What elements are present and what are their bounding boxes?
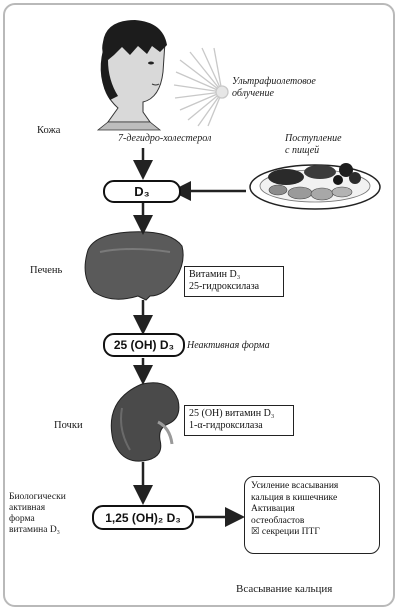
liver-enzyme-box: Витамин D₃ 25-гидроксилаза — [184, 266, 284, 297]
inactive-form-label: Неактивная форма — [187, 340, 270, 351]
liver-label: Печень — [30, 265, 63, 276]
bioactive-form-label: Биологически активная форма витамина D₃ — [9, 492, 66, 535]
sun-rays-icon — [173, 47, 229, 127]
kidney-icon — [110, 382, 180, 462]
food-plate-icon — [249, 163, 381, 210]
effects-box: Усиление всасывания кальция в кишечнике … — [244, 476, 380, 554]
calcium-absorption-label: Всасывание кальция — [236, 583, 333, 595]
kidney-enzyme-box: 25 (OH) витамин D₃ 1-α-гидроксилаза — [184, 405, 294, 436]
flow-arrows — [133, 148, 246, 527]
oh125-d3-pill: 1,25 (OH)₂ D₃ — [92, 505, 194, 530]
person-head-icon — [96, 20, 167, 131]
oh25-d3-pill: 25 (OH) D₃ — [103, 333, 185, 357]
uv-label: Ультрафиолетовое облучение — [232, 76, 316, 99]
d3-pill: D₃ — [103, 180, 181, 203]
dehydrocholesterol-label: 7-дегидро-холестерол — [118, 133, 212, 144]
kidney-label: Почки — [54, 420, 83, 431]
liver-icon — [84, 231, 184, 301]
food-intake-label: Поступление с пищей — [285, 133, 342, 156]
skin-label: Кожа — [37, 125, 61, 136]
